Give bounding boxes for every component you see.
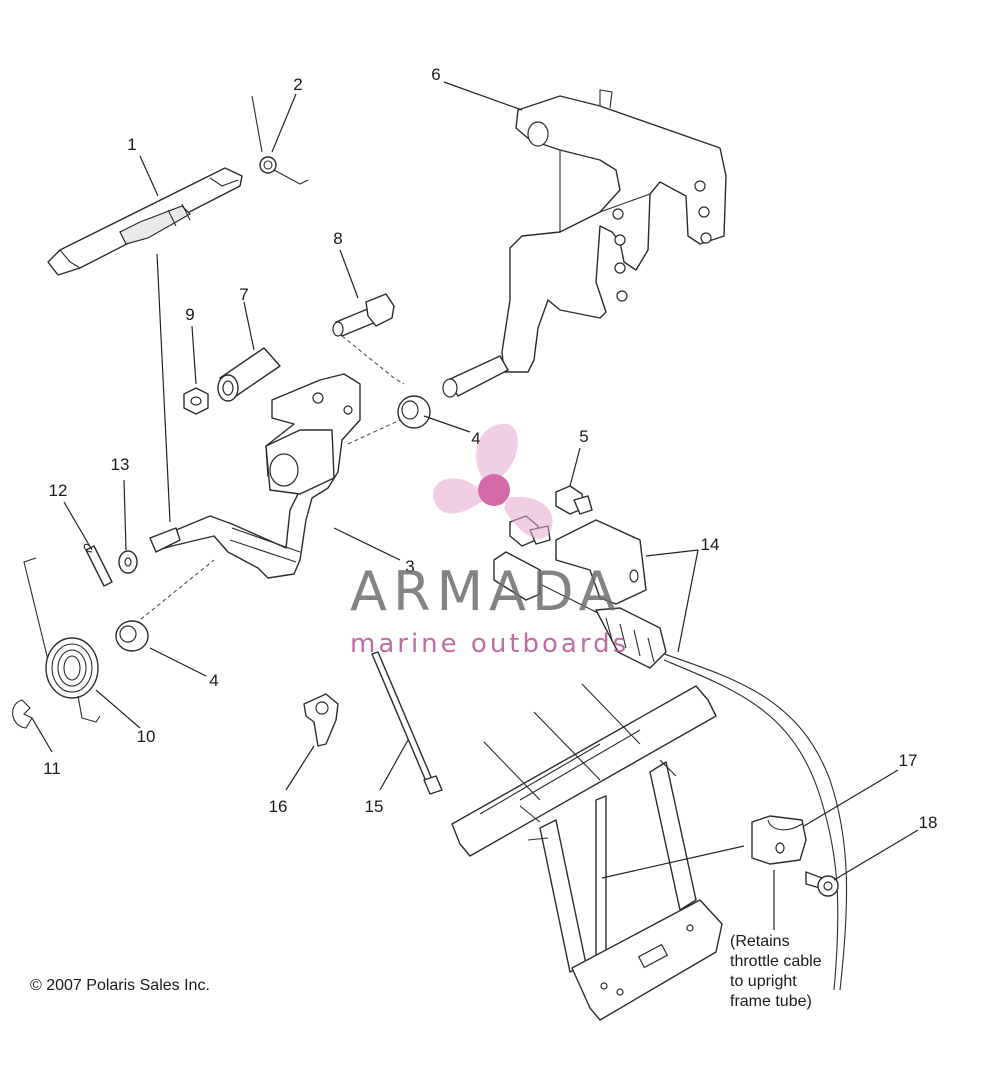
note-line-3: to upright <box>730 973 797 990</box>
callout-10: 10 <box>137 727 156 746</box>
callout-13: 13 <box>111 455 130 474</box>
callout-1: 1 <box>127 135 136 154</box>
leader-2 <box>271 93 297 153</box>
note-leader-frame <box>601 845 745 879</box>
leader-11 <box>31 717 53 753</box>
fitting-part <box>303 693 339 747</box>
shoulder-bolt-upper-part <box>555 485 593 515</box>
callout-14: 14 <box>701 535 720 554</box>
leader-12 <box>63 501 93 551</box>
leader-9 <box>191 325 197 385</box>
leader-4b <box>149 647 207 677</box>
callout-5: 5 <box>579 427 588 446</box>
lower-bushing-guide-line <box>129 559 215 629</box>
note-line-2: throttle cable <box>730 953 822 970</box>
pedal-pad-guide-line <box>156 253 171 523</box>
note-line-1: (Retains <box>730 933 790 950</box>
pivot-sleeve-part <box>217 347 281 402</box>
leader-7 <box>243 301 255 351</box>
cotter-pin-part <box>83 543 113 587</box>
leader-6 <box>443 81 523 111</box>
leader-18 <box>833 829 919 881</box>
callout-15: 15 <box>365 797 384 816</box>
torsion-spring-small-part <box>251 95 309 185</box>
e-clip-part <box>12 699 33 729</box>
watermark-tagline: marine outboards <box>350 629 629 659</box>
bushing-upper-part <box>397 395 431 429</box>
copyright-text: © 2007 Polaris Sales Inc. <box>30 977 210 994</box>
leader-17 <box>803 769 899 827</box>
callout-12: 12 <box>49 481 68 500</box>
cable-tie-part <box>371 651 443 795</box>
callout-labels: 1 2 3 4 4 5 6 7 8 9 10 11 12 13 14 15 16… <box>43 65 937 832</box>
return-spring-part <box>23 557 101 723</box>
cable-clamp-part <box>751 815 807 865</box>
leader-13 <box>123 479 127 551</box>
note-line-4: frame tube) <box>730 993 812 1010</box>
nut-part <box>183 387 209 415</box>
callout-3: 3 <box>405 557 414 576</box>
bolt-part <box>332 293 395 337</box>
bolt-guide-line <box>341 335 405 385</box>
leader-15 <box>379 739 409 791</box>
leader-lines <box>31 81 919 930</box>
callout-16: 16 <box>269 797 288 816</box>
pedal-mount-bracket-part <box>442 89 727 398</box>
leader-14a <box>645 549 699 557</box>
leader-5 <box>569 447 581 487</box>
callout-8: 8 <box>333 229 342 248</box>
cable-bracket-part <box>555 519 647 605</box>
leader-14b <box>677 549 699 653</box>
callout-6: 6 <box>431 65 440 84</box>
pedal-pad-part <box>47 167 243 276</box>
callout-17: 17 <box>899 751 918 770</box>
leader-1 <box>139 155 159 197</box>
watermark-name: ARMADA <box>350 560 622 623</box>
watermark-propeller-logo <box>433 423 553 539</box>
upright-frame-part <box>451 683 723 1021</box>
callout-2: 2 <box>293 75 302 94</box>
leader-16 <box>285 745 315 791</box>
bushing-lower-part <box>115 620 149 652</box>
callout-7: 7 <box>239 285 248 304</box>
watermark: ARMADA marine outboards <box>350 423 629 659</box>
callout-11: 11 <box>43 759 61 778</box>
leader-3 <box>333 527 401 561</box>
callout-18: 18 <box>919 813 938 832</box>
retainer-note: (Retains throttle cable to upright frame… <box>730 933 822 1010</box>
brake-pedal-arm-part <box>149 373 361 579</box>
clamp-screw-part <box>805 871 839 897</box>
leader-10 <box>95 689 141 729</box>
throttle-cable-part <box>493 551 848 991</box>
leader-4a <box>423 415 471 433</box>
callout-9: 9 <box>185 305 194 324</box>
callout-4-lower: 4 <box>209 671 218 690</box>
bushing-guide-line <box>347 419 401 445</box>
callout-4-upper: 4 <box>471 429 480 448</box>
washer-part <box>118 550 138 574</box>
leader-8 <box>339 249 359 299</box>
